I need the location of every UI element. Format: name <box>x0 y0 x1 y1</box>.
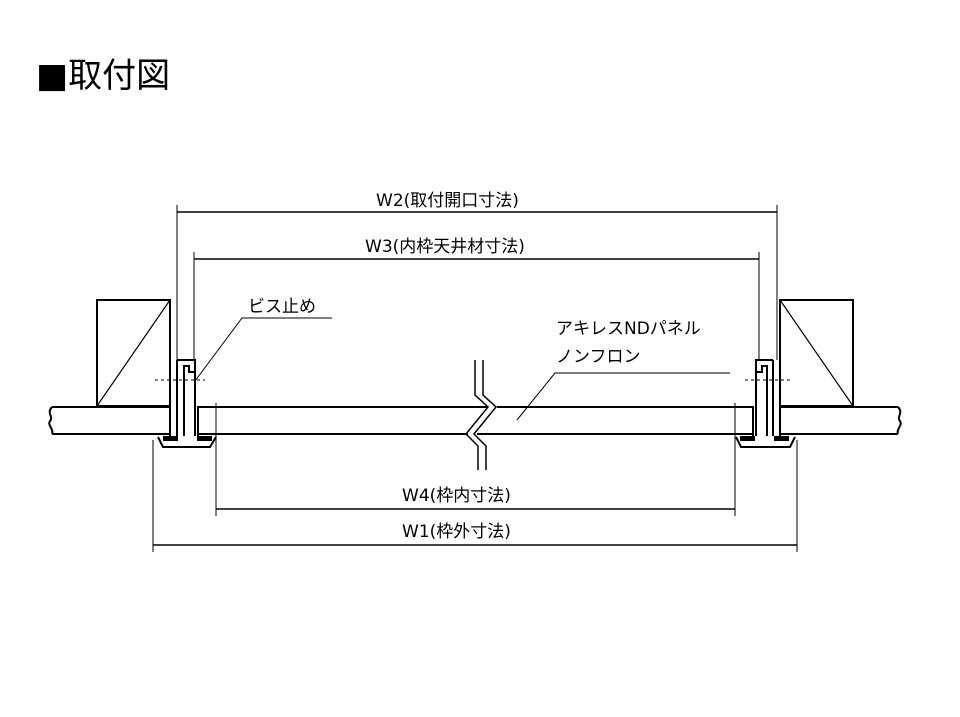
svg-text:W4(枠内寸法): W4(枠内寸法) <box>402 486 511 506</box>
svg-text:ビス止め: ビス止め <box>248 297 316 317</box>
panel <box>197 360 754 470</box>
ceiling-board <box>48 406 902 435</box>
joist-left <box>96 299 171 407</box>
dimension-w2: W2(取付開口寸法) <box>176 191 778 360</box>
callout-panel: アキレスNDパネル ノンフロン <box>516 319 730 421</box>
page-title: ■取付図 <box>36 56 171 96</box>
svg-text:ノンフロン: ノンフロン <box>556 347 641 367</box>
svg-text:W2(取付開口寸法): W2(取付開口寸法) <box>376 191 519 211</box>
svg-text:アキレスNDパネル: アキレスNDパネル <box>556 319 701 339</box>
dimension-w3: W3(内枠天井材寸法) <box>193 237 760 360</box>
dimension-w1: W1(枠外寸法) <box>152 440 798 552</box>
joist-right <box>779 299 854 407</box>
frame-left <box>155 300 217 448</box>
dimension-w4: W4(枠内寸法) <box>215 403 736 516</box>
svg-text:W3(内枠天井材寸法): W3(内枠天井材寸法) <box>365 237 525 257</box>
frame-right <box>735 300 796 448</box>
svg-text:W1(枠外寸法): W1(枠外寸法) <box>402 522 511 542</box>
callout-screw: ビス止め <box>194 297 332 382</box>
